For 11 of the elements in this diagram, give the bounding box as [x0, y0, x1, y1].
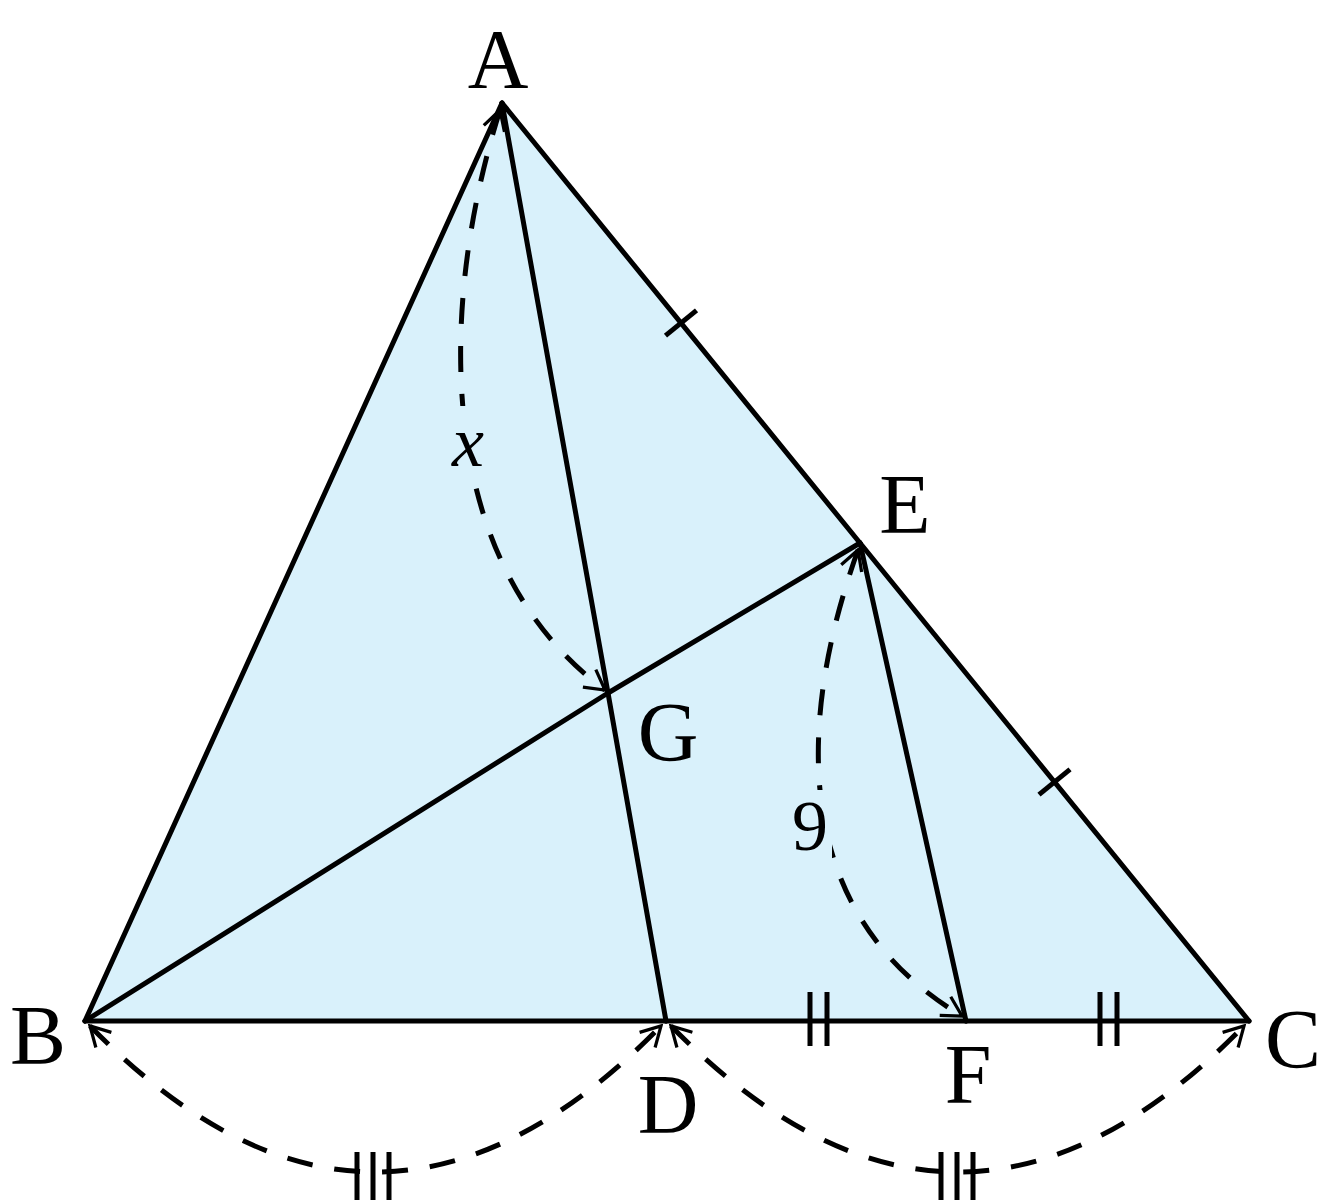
vertex-label: F	[944, 1033, 992, 1117]
line-segment	[857, 540, 969, 1024]
vertex-label: G	[637, 691, 699, 775]
vertex-label: E	[879, 463, 931, 547]
line-segment	[963, 1018, 1252, 1024]
vertex-label: D	[637, 1063, 699, 1147]
line-segment	[82, 1018, 669, 1024]
vertex-label: B	[10, 994, 66, 1078]
vertex-label: A	[467, 18, 529, 102]
line-segment	[663, 1018, 969, 1024]
vertex-label: C	[1265, 998, 1321, 1082]
